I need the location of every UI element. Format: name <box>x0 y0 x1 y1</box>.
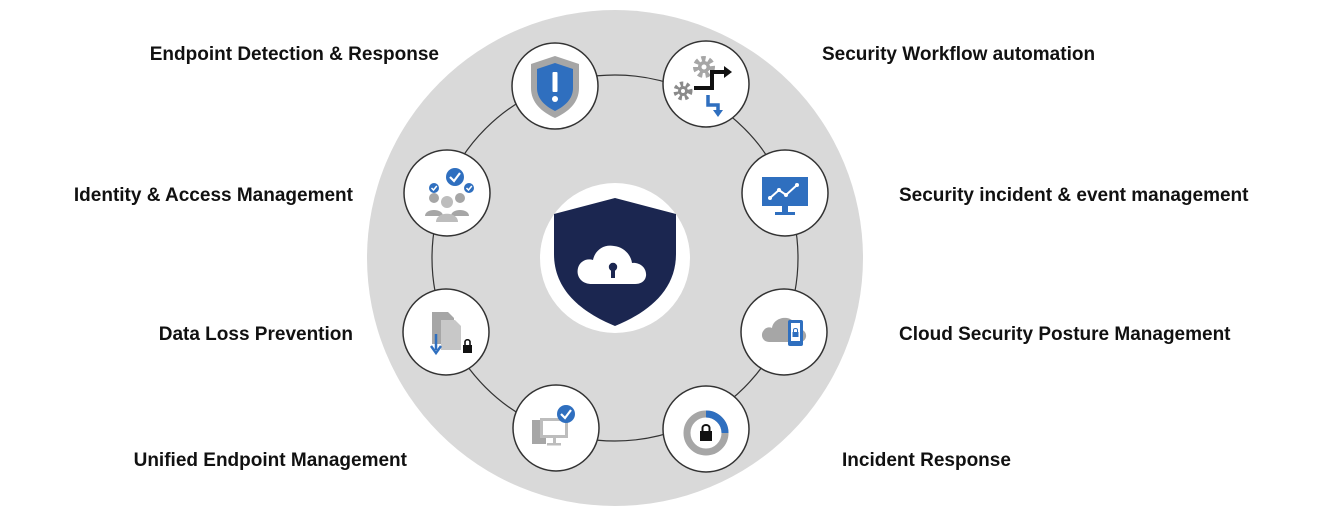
node-unified-endpoint <box>512 384 600 472</box>
center-node <box>540 183 690 333</box>
label-unified-endpoint: Unified Endpoint Management <box>133 450 407 471</box>
verified-users-icon <box>425 168 474 222</box>
label-incident-response: Incident Response <box>842 450 1011 471</box>
orbit-line <box>431 74 799 442</box>
node-siem <box>741 149 829 237</box>
label-siem: Security incident & event management <box>899 185 1249 206</box>
node-identity-access <box>403 149 491 237</box>
label-cspm: Cloud Security Posture Management <box>899 324 1231 345</box>
gear-workflow-icon <box>673 56 732 117</box>
node-endpoint-detection <box>511 42 599 130</box>
incident-response-progress-arc <box>705 410 729 434</box>
node-workflow-automation <box>662 40 750 128</box>
label-identity-access: Identity & Access Management <box>73 185 353 206</box>
cloud-phone-lock-icon <box>761 317 807 346</box>
managed-devices-icon <box>532 405 575 446</box>
lock-progress-icon <box>683 410 729 456</box>
node-incident-response <box>662 385 750 473</box>
document-lock-icon <box>429 312 472 356</box>
node-data-loss-prevention <box>402 288 490 376</box>
label-data-loss-prevention: Data Loss Prevention <box>158 324 353 345</box>
label-workflow-automation: Security Workflow automation <box>822 44 1096 65</box>
alert-shield-icon <box>531 56 579 118</box>
cloud-lock-shield-icon <box>554 198 676 326</box>
node-cspm <box>740 288 828 376</box>
monitor-chart-icon <box>762 177 808 215</box>
label-endpoint-detection: Endpoint Detection & Response <box>149 44 439 65</box>
